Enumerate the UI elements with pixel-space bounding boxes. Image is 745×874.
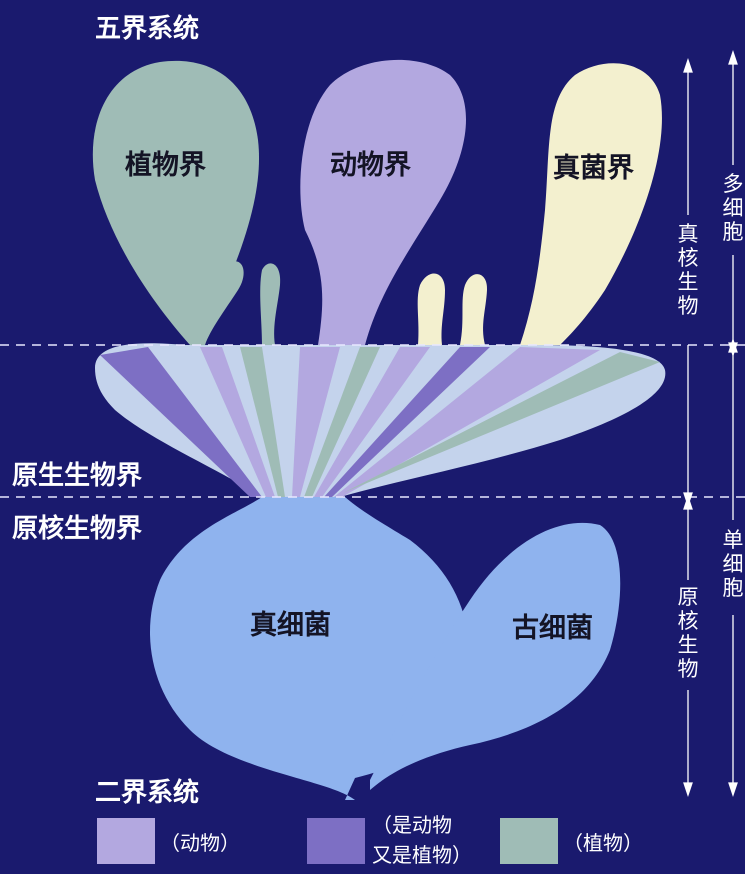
legend-plant-label: （植物）	[563, 830, 643, 856]
multicellular-side-label: 多细胞	[721, 172, 745, 244]
fungi-sprout-2	[460, 274, 487, 345]
fungi-sprout-1	[418, 274, 445, 345]
animal-kingdom-label: 动物界	[330, 143, 411, 182]
eubacteria-label: 真细菌	[250, 603, 331, 642]
protist-kingdom-label: 原生生物界	[12, 455, 142, 492]
legend-animal-label: （动物）	[160, 830, 240, 856]
legend-animal-swatch	[97, 818, 155, 864]
legend-both-label-line2: 又是植物）	[372, 842, 472, 868]
legend-both-label-line1: （是动物	[372, 812, 452, 838]
eukaryote-side-label: 真核生物	[676, 222, 700, 318]
fungi-kingdom-label: 真菌界	[553, 146, 634, 185]
plant-kingdom-shape	[93, 61, 259, 345]
fungi-kingdom-shape	[520, 63, 662, 345]
legend-both-swatch	[307, 818, 365, 864]
plant-kingdom-label: 植物界	[125, 143, 206, 182]
unicellular-side-label: 单细胞	[721, 528, 745, 600]
two-kingdom-title: 二界系统	[95, 772, 199, 809]
prokaryote-side-label: 原核生物	[676, 585, 700, 681]
five-kingdom-title: 五界系统	[95, 8, 199, 45]
legend-plant-swatch	[500, 818, 558, 864]
archaea-label: 古细菌	[512, 606, 593, 645]
plant-sprout-2	[260, 263, 280, 345]
prokaryote-kingdom-label: 原核生物界	[12, 508, 142, 545]
